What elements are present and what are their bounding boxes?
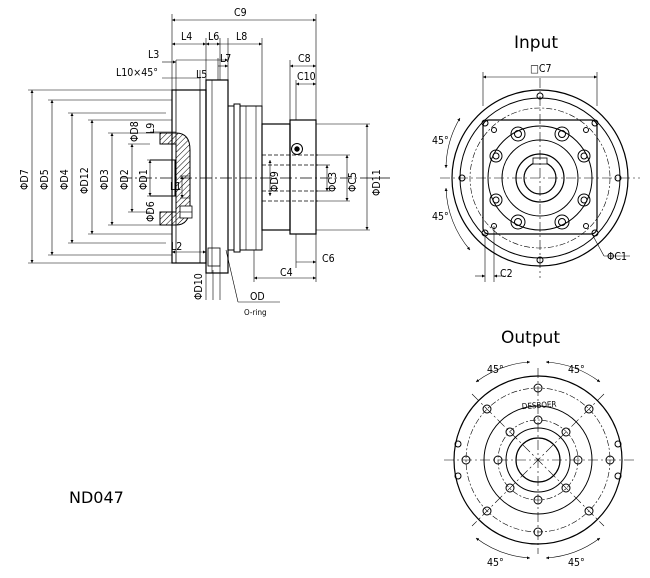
label-l1: L1 bbox=[170, 181, 181, 193]
label-d4: ΦD4 bbox=[59, 169, 71, 190]
label-angle-top-left: 45° bbox=[487, 364, 504, 376]
label-angle-top-right: 45° bbox=[568, 364, 585, 376]
side-view bbox=[28, 14, 390, 303]
label-d10: ΦD10 bbox=[193, 273, 205, 300]
input-view bbox=[440, 72, 640, 282]
label-d3: ΦD3 bbox=[99, 169, 111, 190]
label-l8: L8 bbox=[236, 31, 247, 43]
label-d1: ΦD1 bbox=[138, 169, 150, 190]
label-c2: C2 bbox=[500, 268, 513, 280]
label-l3: L3 bbox=[148, 49, 159, 61]
label-c6: C6 bbox=[322, 253, 335, 265]
label-c7: □C7 bbox=[530, 63, 552, 75]
label-c10: C10 bbox=[297, 71, 316, 83]
label-d2: ΦD2 bbox=[119, 169, 131, 190]
label-c4: C4 bbox=[280, 267, 293, 279]
section-title-input: Input bbox=[514, 33, 558, 53]
label-l9: L9 bbox=[145, 123, 157, 134]
label-d11: ΦD11 bbox=[371, 169, 383, 196]
model-label: ND047 bbox=[69, 488, 124, 507]
label-c1: ΦC1 bbox=[607, 251, 627, 263]
section-title-output: Output bbox=[501, 328, 560, 348]
label-l2: L2 bbox=[171, 241, 182, 253]
input-view-labels: Input □C7 45° 45° ΦC1 C2 bbox=[432, 33, 627, 280]
label-l10: L10×45° bbox=[116, 67, 158, 79]
label-c3: ΦC3 bbox=[327, 172, 339, 192]
output-view bbox=[444, 360, 634, 560]
label-c5: ΦC5 bbox=[347, 172, 359, 192]
label-angle-bottom-left: 45° bbox=[487, 557, 504, 569]
label-d12: ΦD12 bbox=[79, 167, 91, 194]
side-view-labels: C9 L4 L6 L8 L3 L7 L10×45° L5 C8 C10 ΦD8 … bbox=[19, 7, 383, 317]
label-angle-lower: 45° bbox=[432, 211, 449, 223]
label-oring: O-ring bbox=[244, 308, 267, 317]
label-angle-upper: 45° bbox=[432, 135, 449, 147]
label-c9: C9 bbox=[234, 7, 247, 19]
label-d8: ΦD8 bbox=[129, 121, 141, 142]
label-d5: ΦD5 bbox=[39, 169, 51, 190]
label-angle-bottom-right: 45° bbox=[568, 557, 585, 569]
label-d6: ΦD6 bbox=[145, 201, 157, 222]
label-l4: L4 bbox=[181, 31, 192, 43]
label-d7: ΦD7 bbox=[19, 169, 31, 190]
label-d9: ΦD9 bbox=[269, 171, 281, 192]
output-view-labels: Output 45° 45° 45° 45° DESBOER bbox=[487, 328, 585, 569]
label-od: OD bbox=[250, 291, 265, 303]
label-l7: L7 bbox=[220, 53, 231, 65]
label-l5: L5 bbox=[196, 69, 207, 81]
label-c8: C8 bbox=[298, 53, 311, 65]
label-l6: L6 bbox=[208, 31, 219, 43]
brand-mark: DESBOER bbox=[522, 400, 557, 411]
